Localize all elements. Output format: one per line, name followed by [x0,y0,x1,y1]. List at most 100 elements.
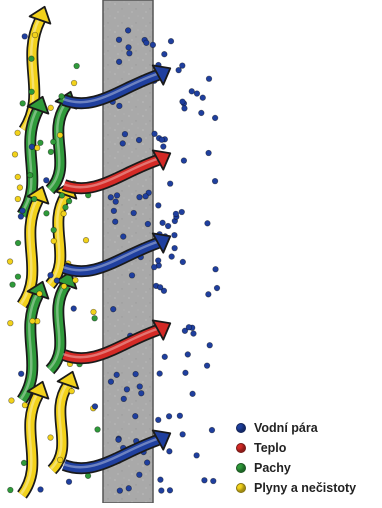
vapor-particle [199,110,205,116]
vapor-particle [158,477,164,483]
vapor-particle [168,38,174,44]
vapor-particle [167,449,173,455]
vapor-particle [185,352,191,358]
vapor-particle [162,51,168,57]
vapor-particle [108,195,114,201]
vapor-particle [211,478,217,484]
vapor-particle [114,193,120,199]
vapor-particle [48,272,54,278]
gas-particle [30,318,36,324]
gas-particle [61,283,67,289]
vapor-particle [137,384,143,390]
vapor-particle [165,223,171,229]
vapor-particle [181,158,187,164]
vapor-particle [167,181,173,187]
vapor-particle [120,234,126,240]
vapor-particle [206,76,212,82]
legend-dot-heat [236,443,246,453]
vapor-particle [159,488,165,494]
vapor-particle [112,219,118,225]
vapor-particle [183,370,189,376]
legend-dot-vapor [236,423,246,433]
odor-particle [74,63,80,69]
gas-arrow [51,372,78,470]
odor-particle [29,56,35,62]
vapor-particle [144,460,150,466]
vapor-particle [117,488,123,494]
vapor-particle [180,259,186,265]
gas-particle [9,398,15,404]
vapor-particle [180,432,186,438]
vapor-particle [108,379,114,385]
legend: Vodní pára Teplo Pachy Plyny a nečistoty [236,418,382,498]
vapor-particle [205,220,211,226]
vapor-particle [131,210,137,216]
vapor-particle [157,285,163,291]
vapor-particle [191,331,197,337]
vapor-particle [180,99,186,105]
vapor-particle [18,214,24,220]
odor-particle [51,227,57,233]
legend-dot-odor [236,463,246,473]
odor-particle [95,427,101,433]
vapor-particle [120,141,126,147]
vapor-particle [190,391,196,397]
vapor-particle [212,115,218,121]
vapor-particle [116,59,122,65]
odor-particle [63,205,69,211]
vapor-particle [29,144,35,150]
vapor-particle [114,372,120,378]
vapor-particle [169,254,175,260]
legend-item-vapor: Vodní pára [236,418,382,438]
vapor-particle [159,137,165,143]
odor-particle [44,211,50,217]
legend-item-gas: Plyny a nečistoty [236,478,382,498]
odor-particle [66,198,72,204]
vapor-particle [143,193,149,199]
vapor-particle [110,306,116,312]
odor-particle [29,89,35,95]
vapor-particle [204,363,210,369]
vapor-particle [214,285,220,291]
vapor-particle [111,208,117,214]
odor-particle [15,240,21,246]
vapor-particle [18,371,24,377]
odor-particle [48,149,54,155]
vapor-particle [172,232,178,238]
vapor-particle [157,371,163,377]
gas-particle [17,185,23,191]
vapor-particle [179,209,185,215]
gas-particle [61,211,67,217]
legend-item-odor: Pachy [236,458,382,478]
gas-particle [57,132,63,138]
odor-particle [8,487,14,493]
legend-label-odor: Pachy [254,461,291,475]
vapor-particle [161,144,167,150]
vapor-particle [209,427,215,433]
vapor-particle [66,479,72,485]
gas-particle [15,130,21,136]
odor-particle [31,196,37,202]
vapor-particle [172,245,178,251]
odor-particle [38,140,44,146]
odor-particle [20,101,26,107]
gas-particle [12,152,18,158]
vapor-particle [44,177,50,183]
gas-particle [57,457,63,463]
vapor-particle [136,137,142,143]
vapor-particle [155,258,161,264]
vapor-particle [92,404,98,410]
vapor-particle [133,371,139,377]
vapor-particle [138,390,144,396]
gas-particle [71,80,77,86]
gas-particle [69,388,75,394]
vapor-particle [150,42,156,48]
odor-particle [27,172,33,178]
vapor-particle [155,417,161,423]
gas-particle [83,237,89,243]
vapor-particle [22,34,28,40]
gas-particle [91,309,97,315]
legend-label-vapor: Vodní pára [254,421,318,435]
vapor-particle [127,50,133,56]
gas-particle [48,435,54,441]
